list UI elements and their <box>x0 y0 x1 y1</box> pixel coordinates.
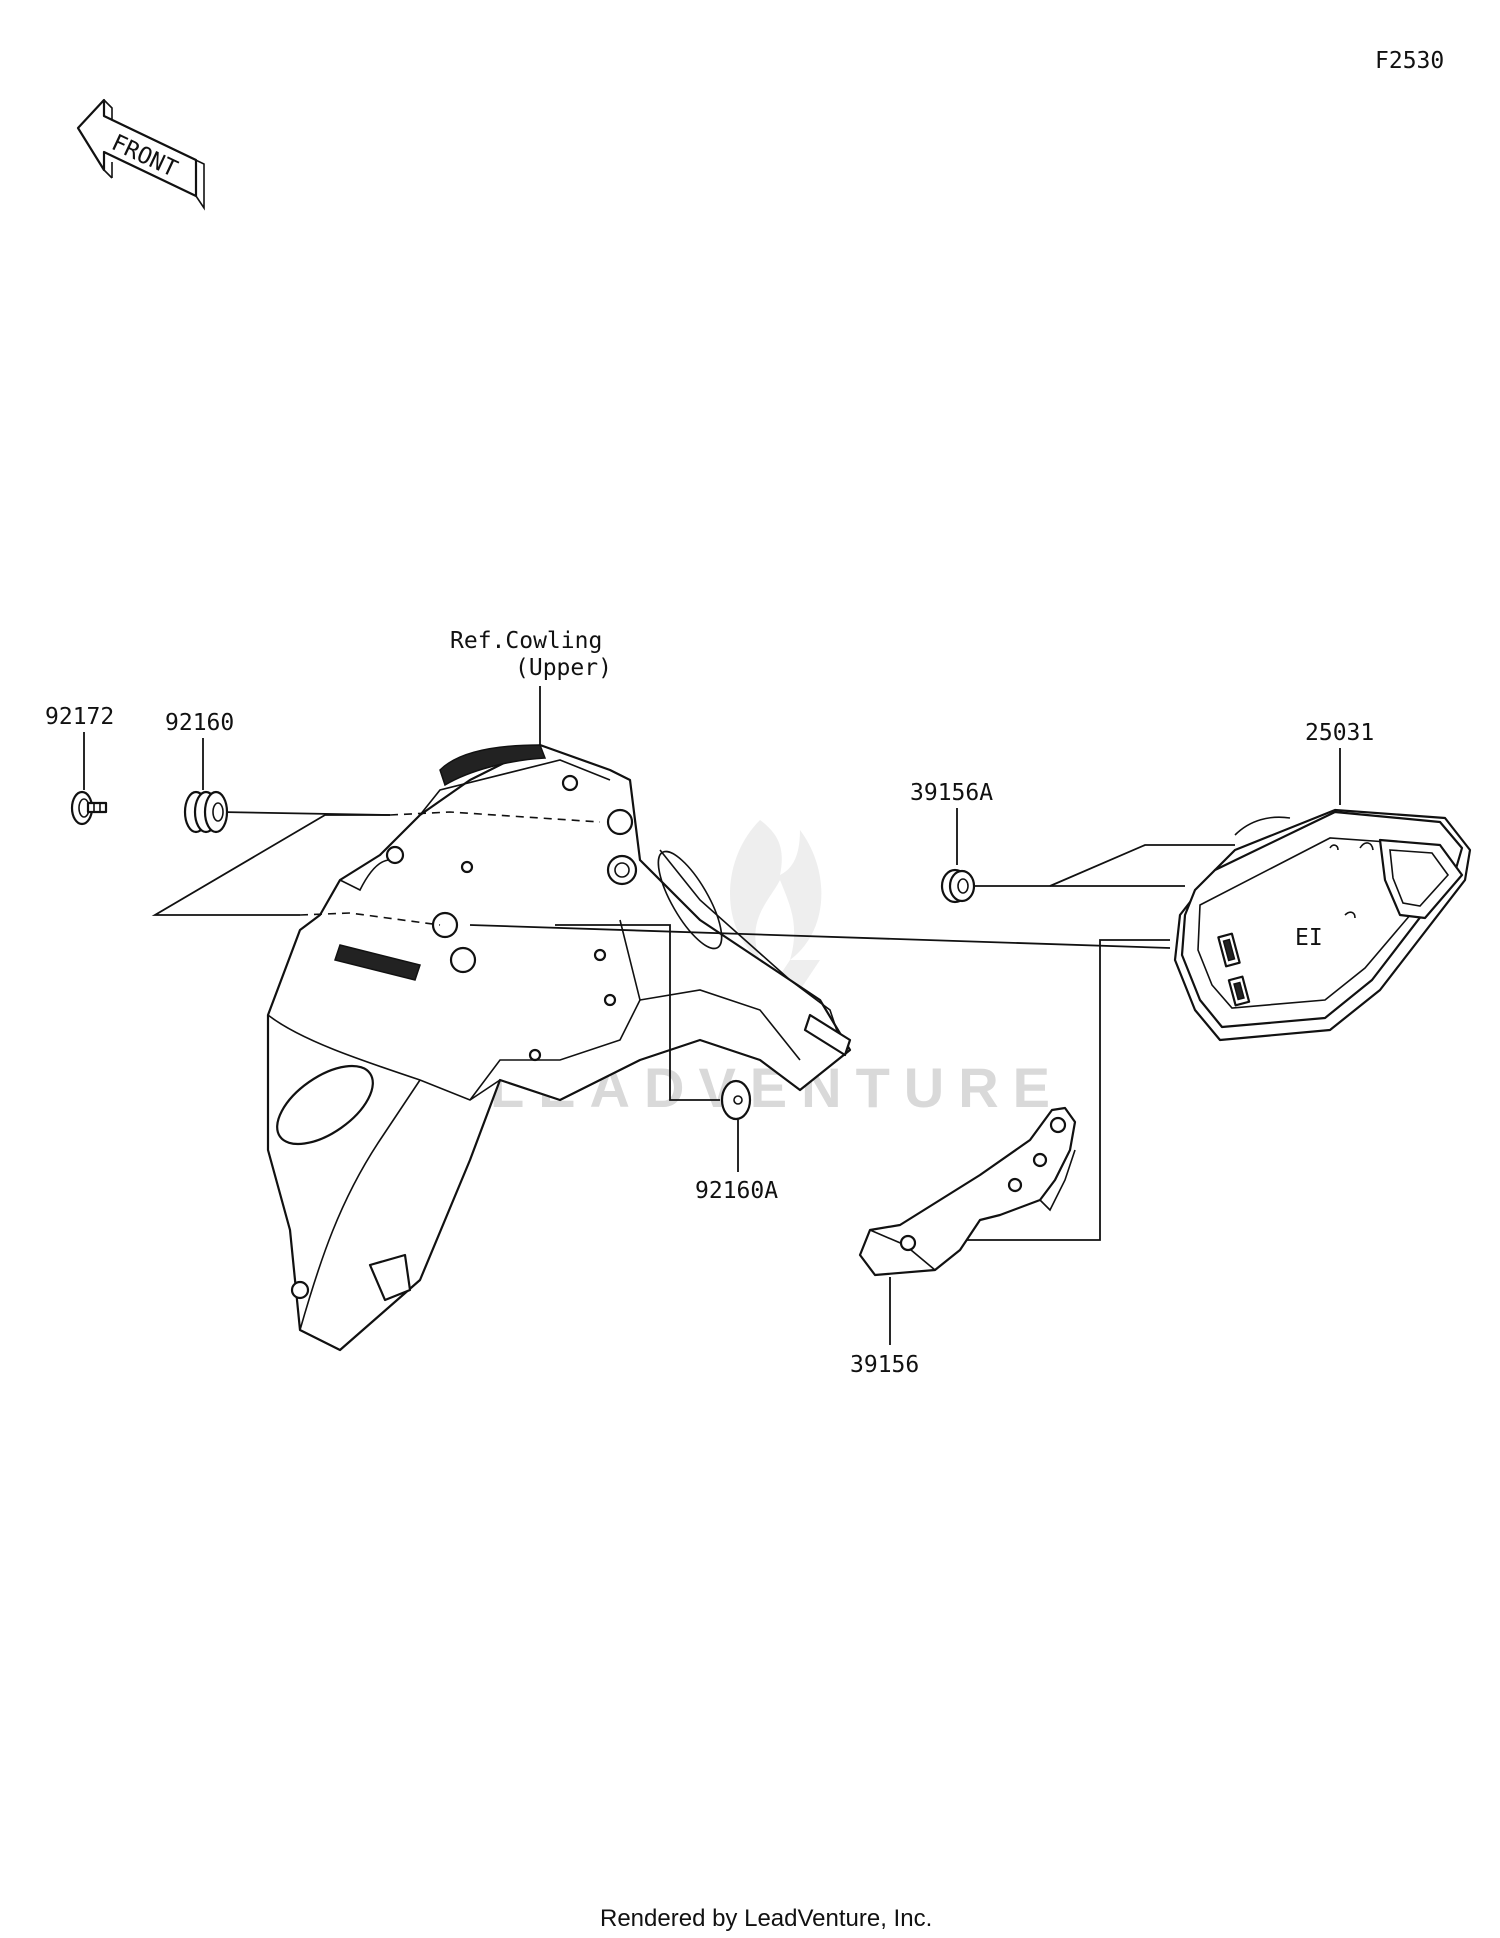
ref-cowling-label: Ref.Cowling <box>450 628 602 654</box>
assembly-line-meter <box>469 924 1171 949</box>
part-39156: 39156 <box>850 939 1170 1378</box>
part-39156A-label: 39156A <box>910 780 993 806</box>
ref-line-lower <box>299 912 441 926</box>
part-39156A: 39156A <box>910 780 1235 904</box>
part-39156-label: 39156 <box>850 1352 919 1378</box>
cowling-upper-panel <box>266 743 852 1352</box>
part-92160A-label: 92160A <box>695 1178 778 1204</box>
front-direction-arrow-icon: FRONT <box>76 98 205 211</box>
assembly-line-39156 <box>910 939 1170 1241</box>
diagram-code: F2530 <box>1375 48 1444 74</box>
footer-credit: Rendered by LeadVenture, Inc. <box>600 1905 932 1932</box>
part-25031: 25031 EI <box>1173 720 1472 1042</box>
part-92160-label: 92160 <box>165 710 234 736</box>
assembly-line-92160A <box>555 924 720 1101</box>
part-92160: 92160 <box>165 710 234 834</box>
ref-cowling-sublabel: (Upper) <box>515 655 612 681</box>
svg-text:EI: EI <box>1295 925 1323 951</box>
ref-line-upper <box>389 811 601 823</box>
part-92172-label: 92172 <box>45 704 114 730</box>
part-25031-label: 25031 <box>1305 720 1374 746</box>
part-92160A: 92160A <box>555 924 778 1204</box>
assembly-line-92160 <box>219 811 391 816</box>
part-92172: 92172 <box>45 704 114 826</box>
